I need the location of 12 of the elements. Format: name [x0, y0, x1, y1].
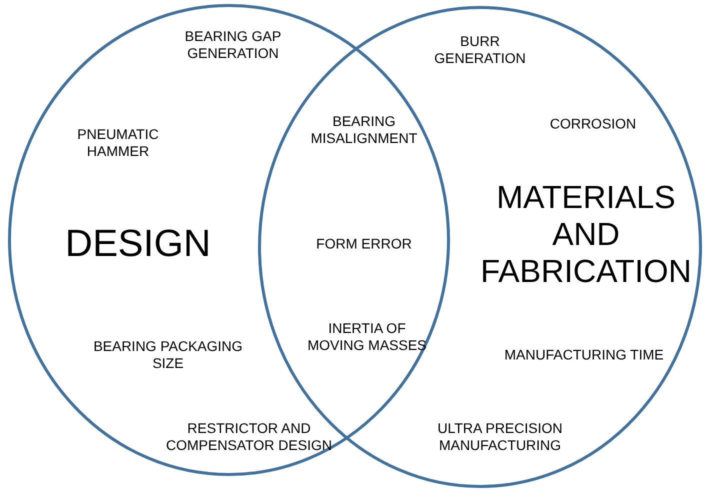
factor-label: MANUFACTURING TIME [503, 346, 665, 364]
set-title: DESIGN [64, 223, 212, 267]
factor-label: CORROSION [548, 116, 638, 132]
factor-label: BEARING MISALIGNMENT [310, 113, 418, 147]
factor-label: RESTRICTOR AND COMPENSATOR DESIGN [165, 420, 333, 454]
set-title: MATERIALS AND FABRICATION [480, 178, 692, 290]
factor-label: BEARING GAP GENERATION [184, 28, 282, 62]
factor-label: ULTRA PRECISION MANUFACTURING [436, 420, 564, 454]
factor-label: BEARING PACKAGING SIZE [93, 338, 243, 372]
factor-label: PNEUMATIC HAMMER [76, 126, 160, 160]
factor-label: FORM ERROR [315, 236, 413, 252]
factor-label: BURR GENERATION [433, 33, 527, 67]
